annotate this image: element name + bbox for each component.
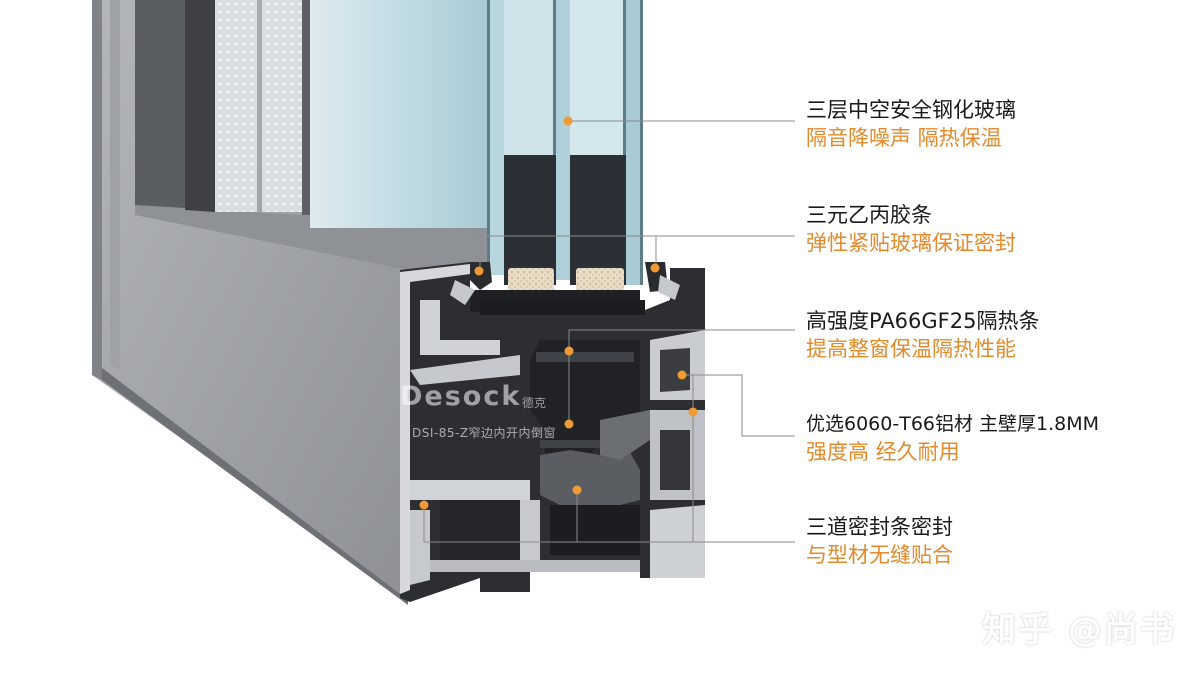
callout-title: 三元乙丙胶条 — [806, 203, 932, 227]
callout-aluminum: 优选6060-T66铝材 主壁厚1.8MM 强度高 经久耐用 — [806, 410, 1099, 466]
marker-glass — [563, 116, 573, 126]
marker-seal-left — [419, 500, 429, 510]
callout-title: 优选6060-T66铝材 主壁厚1.8MM — [806, 413, 1100, 435]
model-number: DSI-85-Z窄边内开内倒窗 — [412, 426, 557, 440]
marker-gasket-right — [650, 263, 660, 273]
callout-glass: 三层中空安全钢化玻璃 隔音降噪声 隔热保温 — [806, 96, 1016, 152]
callout-title: 高强度PA66GF25隔热条 — [806, 309, 1040, 333]
leader-lines — [423, 120, 795, 543]
glass-spacers — [215, 0, 310, 215]
brand-logo-cn: 德克 — [522, 396, 547, 410]
callout-markers — [419, 116, 698, 510]
callout-subtitle: 弹性紧贴玻璃保证密封 — [806, 231, 1016, 255]
callout-subtitle: 隔音降噪声 隔热保温 — [806, 126, 1002, 150]
callout-gasket: 三元乙丙胶条 弹性紧贴玻璃保证密封 — [806, 201, 1016, 257]
marker-gasket-left — [474, 266, 484, 276]
callout-subtitle: 提高整窗保温隔热性能 — [806, 337, 1016, 361]
callout-title: 三道密封条密封 — [806, 515, 953, 539]
callout-thermal-break: 高强度PA66GF25隔热条 提高整窗保温隔热性能 — [806, 307, 1039, 363]
callout-seals: 三道密封条密封 与型材无缝贴合 — [806, 513, 953, 569]
watermark: 知乎 @尚书 — [982, 610, 1176, 650]
marker-thermal-top — [564, 346, 574, 356]
triple-glass — [310, 0, 643, 285]
callout-title: 三层中空安全钢化玻璃 — [806, 98, 1016, 122]
marker-aluminum-top — [677, 370, 687, 380]
callout-subtitle: 强度高 经久耐用 — [806, 440, 960, 464]
marker-thermal-bottom — [564, 419, 574, 429]
profile-cross-section — [400, 262, 705, 602]
brand-logo: Desock — [400, 381, 522, 412]
callout-subtitle: 与型材无缝贴合 — [806, 543, 953, 567]
marker-seal-center — [572, 485, 582, 495]
marker-aluminum-bottom — [688, 407, 698, 417]
